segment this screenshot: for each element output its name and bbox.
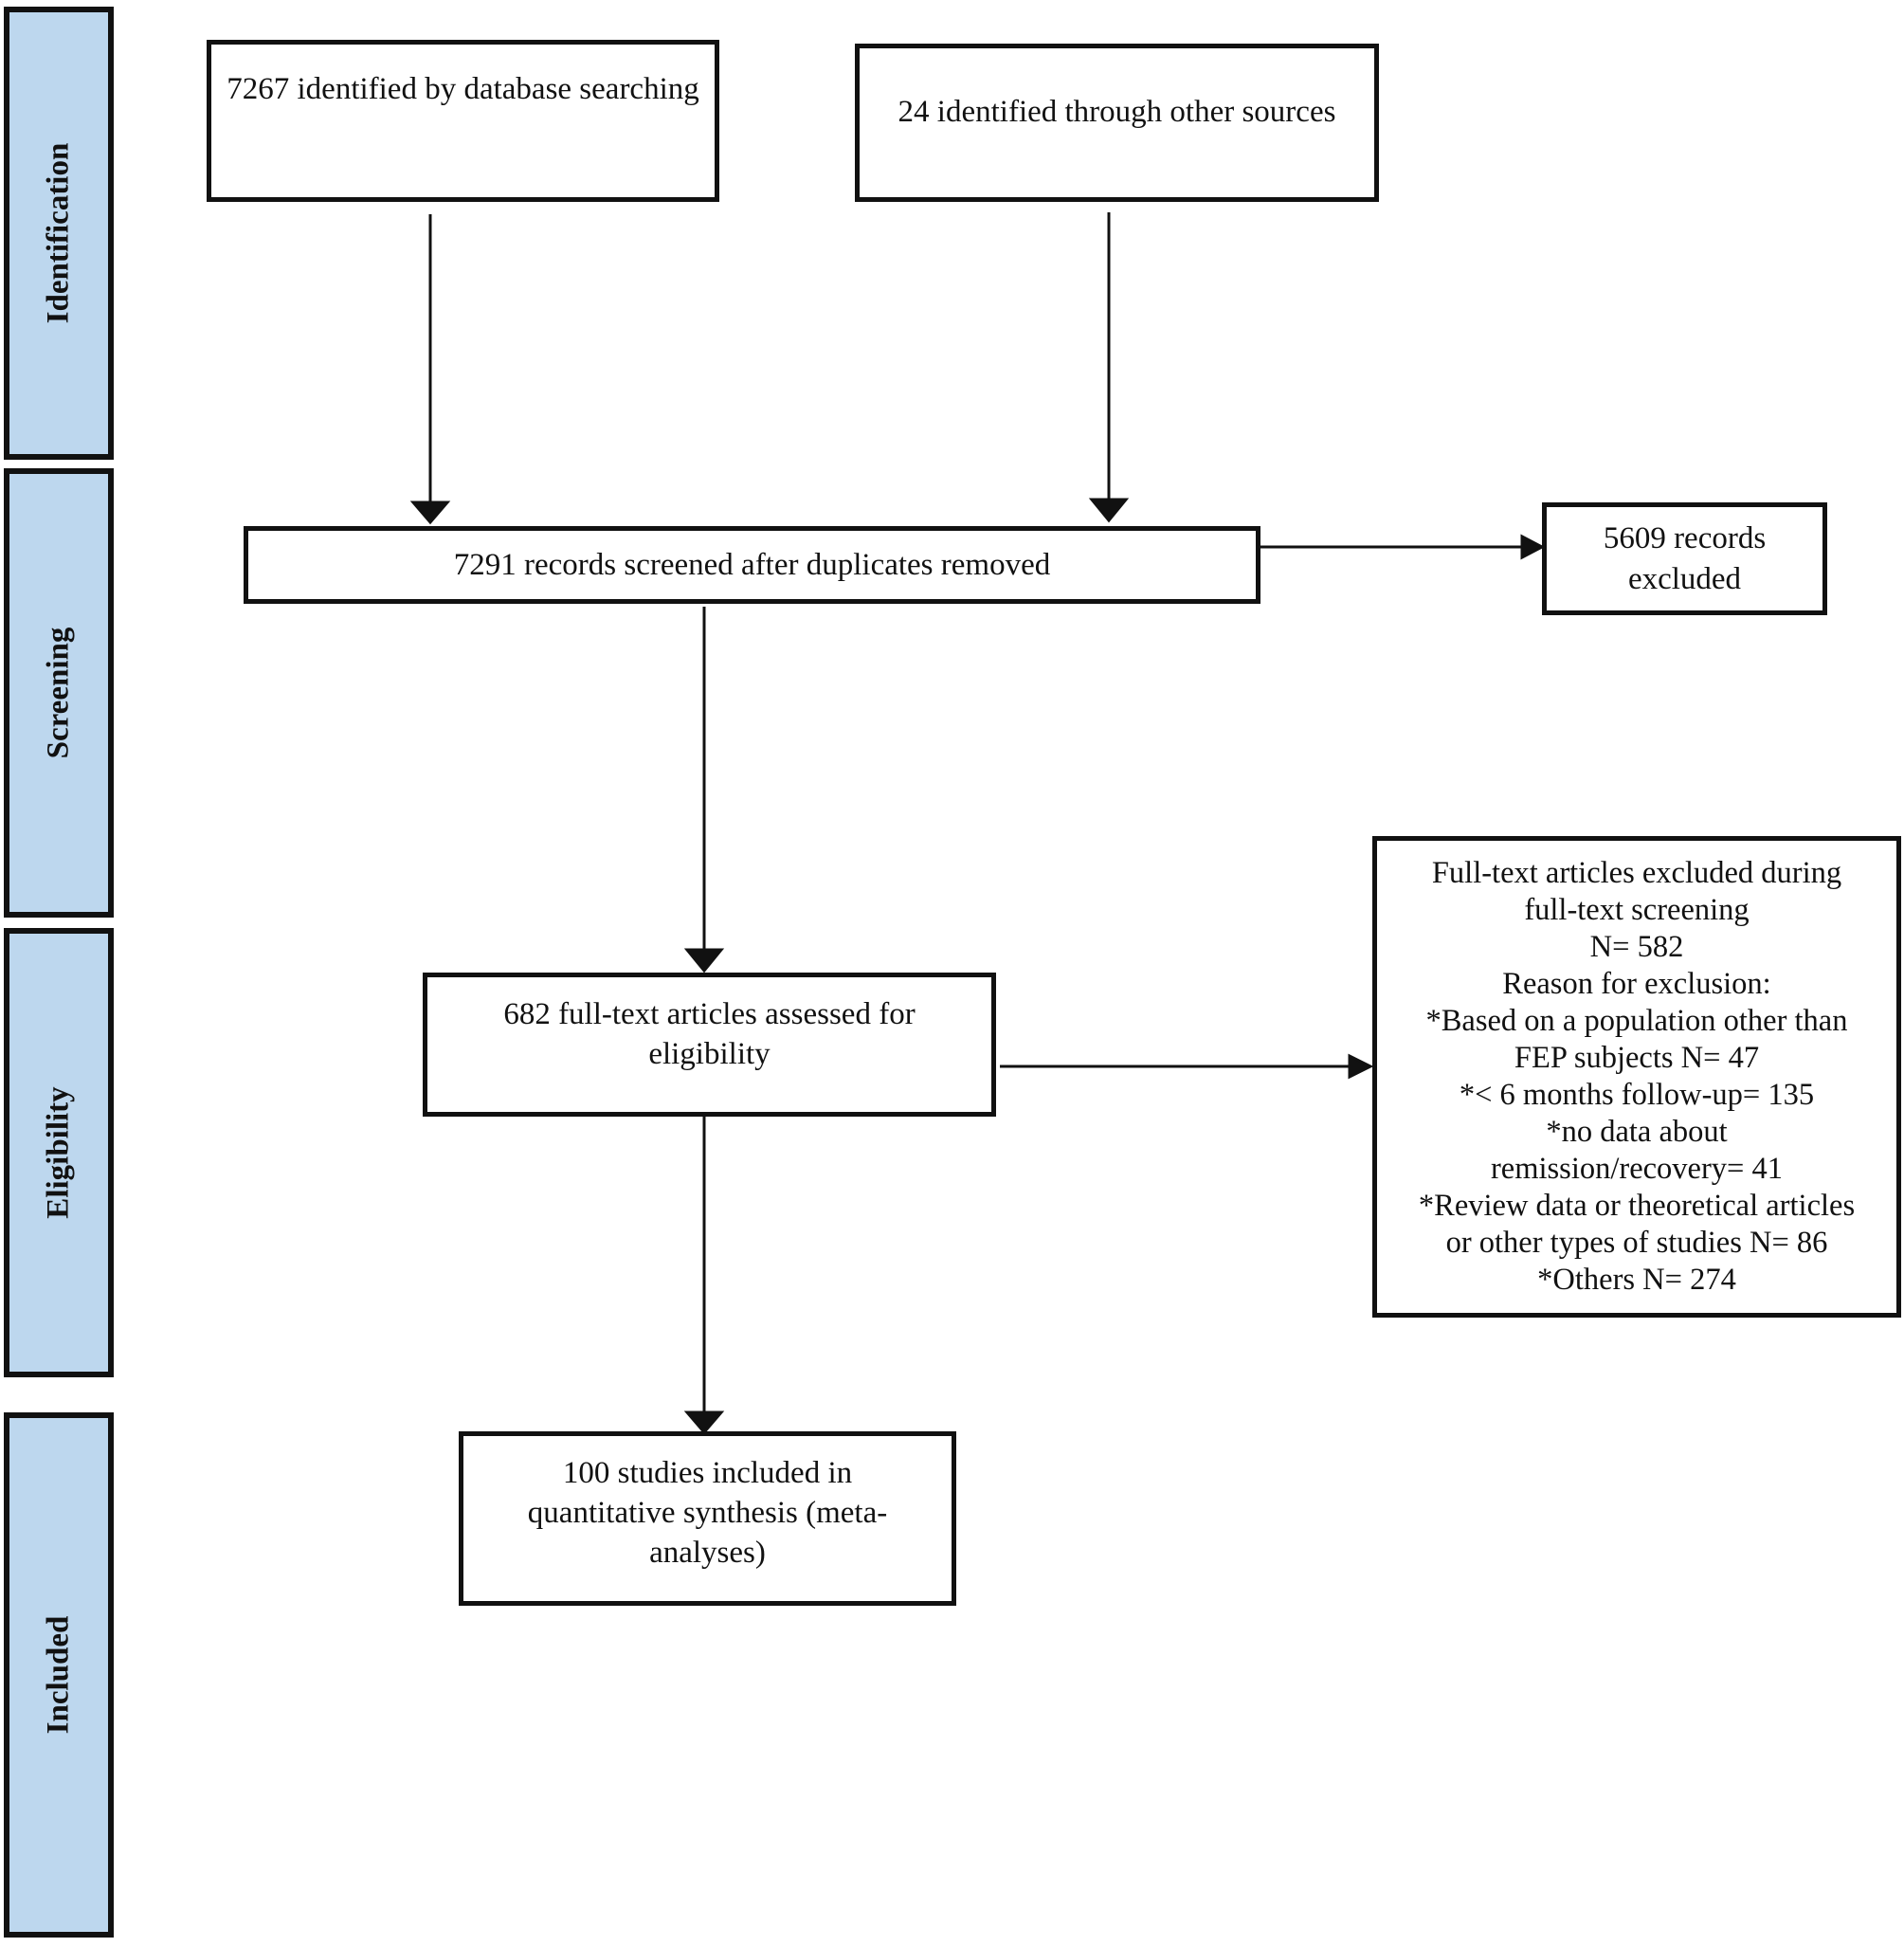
exclusion-line: *< 6 months follow-up= 135 — [1459, 1078, 1815, 1112]
exclusion-line: or other types of studies N= 86 — [1445, 1226, 1828, 1260]
fulltext-excluded-list: Full-text articles excluded during full-… — [1419, 855, 1855, 1299]
other-sources-text: 24 identified through other sources — [898, 95, 1336, 129]
stage-screening: Screening — [4, 468, 114, 918]
exclusion-line: full-text screening — [1524, 893, 1750, 927]
arrowhead-assessed-to-included — [683, 1410, 725, 1435]
exclusion-line: *no data about — [1546, 1115, 1728, 1149]
arrowhead-other-to-screened — [1088, 498, 1130, 523]
box-fulltext-assessed: 682 full-text articles assessed for elig… — [423, 973, 996, 1117]
arrowhead-database-to-screened — [409, 500, 451, 525]
exclusion-line: remission/recovery= 41 — [1490, 1152, 1784, 1186]
box-database-searching: 7267 identified by database searching — [207, 40, 719, 202]
studies-included-text: 100 studies included in quantitative syn… — [527, 1456, 888, 1571]
records-excluded-text: 5609 records excluded — [1603, 521, 1767, 596]
database-searching-text: 7267 identified by database searching — [227, 72, 699, 106]
exclusion-line: *Based on a population other than — [1425, 1004, 1848, 1038]
fulltext-assessed-text: 682 full-text articles assessed for elig… — [503, 997, 916, 1072]
box-records-excluded: 5609 records excluded — [1542, 502, 1827, 615]
box-fulltext-excluded: Full-text articles excluded during full-… — [1372, 836, 1901, 1318]
exclusion-line: Reason for exclusion: — [1502, 967, 1771, 1001]
exclusion-line: N= 582 — [1589, 930, 1684, 964]
arrowhead-screened-to-assessed — [683, 948, 725, 974]
records-screened-text: 7291 records screened after duplicates r… — [453, 547, 1051, 582]
arrowhead-assessed-to-fulltext-excluded — [1348, 1053, 1374, 1080]
exclusion-line: *Others N= 274 — [1537, 1263, 1736, 1297]
box-records-screened: 7291 records screened after duplicates r… — [244, 526, 1260, 604]
box-other-sources: 24 identified through other sources — [855, 44, 1379, 202]
arrowhead-screened-to-excluded — [1520, 534, 1546, 560]
box-studies-included: 100 studies included in quantitative syn… — [459, 1431, 956, 1606]
stage-included: Included — [4, 1412, 114, 1938]
exclusion-line: Full-text articles excluded during — [1431, 856, 1842, 890]
exclusion-line: *Review data or theoretical articles — [1418, 1189, 1856, 1223]
stage-eligibility: Eligibility — [4, 928, 114, 1377]
exclusion-line: FEP subjects N= 47 — [1514, 1041, 1760, 1075]
stage-identification: Identification — [4, 7, 114, 460]
